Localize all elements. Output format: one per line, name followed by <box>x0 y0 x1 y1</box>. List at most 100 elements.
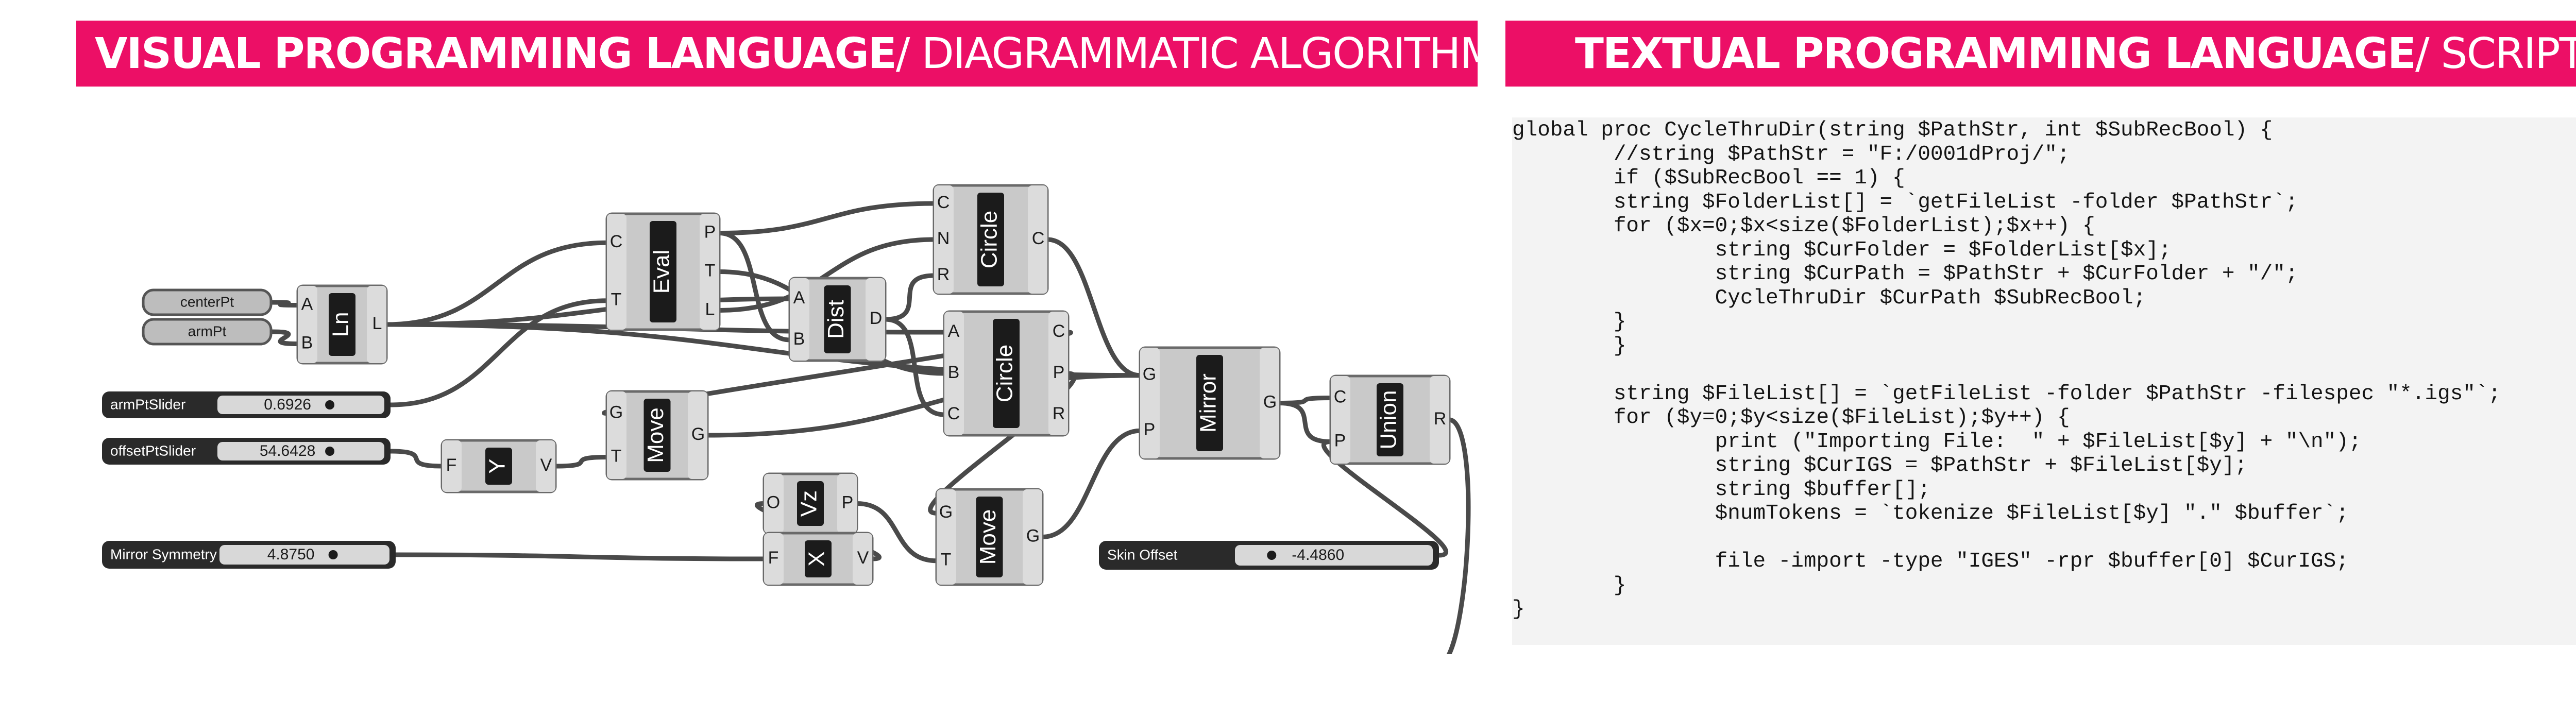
code-line: } <box>1512 598 1525 621</box>
slider-grip[interactable] <box>325 447 335 456</box>
input-strip <box>607 214 626 330</box>
component-label: Union <box>1376 390 1401 450</box>
input-port-label: O <box>767 492 780 512</box>
output-port-label: G <box>1026 526 1040 545</box>
input-port-label: C <box>610 232 623 251</box>
component-label-bar <box>643 399 671 472</box>
slider-grip[interactable] <box>328 550 338 559</box>
input-strip <box>607 391 626 479</box>
slider-value: 0.6926 <box>264 396 311 413</box>
output-strip <box>536 440 555 492</box>
input-strip <box>1331 376 1350 464</box>
input-port-label: B <box>793 329 805 349</box>
component-label-bar <box>1377 383 1403 456</box>
param-body <box>142 288 273 316</box>
code-line: string $buffer[]; <box>1512 477 1930 502</box>
slider-mirrorSymmetry[interactable]: Mirror Symmetry 4.8750 <box>102 541 396 569</box>
slider-label: Mirror Symmetry <box>110 546 217 562</box>
slider-value: -4.4860 <box>1292 547 1344 564</box>
output-port-label: R <box>1053 404 1065 423</box>
output-port-label: P <box>704 222 716 242</box>
param-armPt[interactable]: armPt <box>142 318 273 346</box>
slider-armPtSlider[interactable]: armPtSlider 0.6926 <box>102 391 391 418</box>
wire <box>1321 439 1448 558</box>
banner-left-light: / DIAGRAMMATIC ALGORITHM <box>895 29 1496 78</box>
wire <box>854 501 939 564</box>
input-strip <box>937 489 956 585</box>
output-port-label: R <box>1434 409 1447 429</box>
wire <box>1277 401 1333 444</box>
wire <box>883 317 947 417</box>
output-port-label: V <box>857 548 869 568</box>
wire <box>553 455 609 469</box>
component-label: Circle <box>992 345 1018 402</box>
slider-track[interactable] <box>217 442 384 460</box>
code-line <box>1512 526 2576 550</box>
code-line: string $FileList[] = `getFileList -folde… <box>1512 382 2501 406</box>
component-label-bar <box>993 319 1020 428</box>
input-port-label: T <box>611 290 622 310</box>
input-strip <box>944 312 964 435</box>
input-port-label: G <box>939 502 953 522</box>
wire-layer <box>268 201 1471 654</box>
component-label: Eval <box>649 250 674 294</box>
output-port-label: T <box>705 261 716 280</box>
output-strip <box>837 474 857 533</box>
output-strip <box>853 533 872 585</box>
input-strip <box>298 286 317 363</box>
slider-value: 4.8750 <box>267 546 315 563</box>
code-line: CycleThruDir $CurPath $SubRecBool; <box>1512 286 2146 310</box>
code-line: global proc CycleThruDir(string $PathStr… <box>1512 118 2273 142</box>
output-strip <box>1028 185 1047 294</box>
input-port-label: C <box>937 193 950 212</box>
slider-track[interactable] <box>219 545 389 565</box>
component-label: Ln <box>328 312 353 337</box>
input-port-label: G <box>609 402 623 422</box>
input-port-label: B <box>948 363 960 382</box>
banner-left-bold: VISUAL PROGRAMMING LANGUAGE <box>95 29 897 78</box>
input-port-label: R <box>937 265 950 284</box>
slider-grip[interactable] <box>1267 551 1277 560</box>
param-centerPt[interactable]: centerPt <box>142 288 273 316</box>
wire <box>388 449 445 469</box>
slider-track[interactable] <box>217 396 384 414</box>
slider-grip[interactable] <box>325 400 335 409</box>
slider-skinOffset[interactable]: Skin Offset -4.4860 <box>1099 541 1439 570</box>
wire <box>268 329 300 346</box>
component-label: Mirror <box>1196 373 1221 433</box>
component-label-bar <box>485 448 512 485</box>
slider-track[interactable] <box>1235 545 1433 566</box>
input-port-label: A <box>948 321 960 341</box>
input-port-label: A <box>301 294 313 314</box>
wire <box>384 240 609 327</box>
code-line: //string $PathStr = "F:/0001dProj/"; <box>1512 142 2070 166</box>
wire <box>717 231 792 343</box>
wire <box>388 298 609 407</box>
code-line: } <box>1512 334 1626 358</box>
input-port-label: P <box>1334 431 1346 450</box>
param-body <box>142 318 273 346</box>
input-strip <box>442 440 462 492</box>
component-label-bar <box>1196 355 1223 451</box>
input-strip <box>934 185 954 294</box>
slider-label: Skin Offset <box>1107 547 1178 562</box>
slider-label: armPtSlider <box>110 396 185 412</box>
code-line: if ($SubRecBool == 1) { <box>1512 166 1905 190</box>
input-port-label: G <box>1143 365 1156 384</box>
input-port-label: A <box>793 288 805 308</box>
component-label-bar <box>650 221 676 322</box>
